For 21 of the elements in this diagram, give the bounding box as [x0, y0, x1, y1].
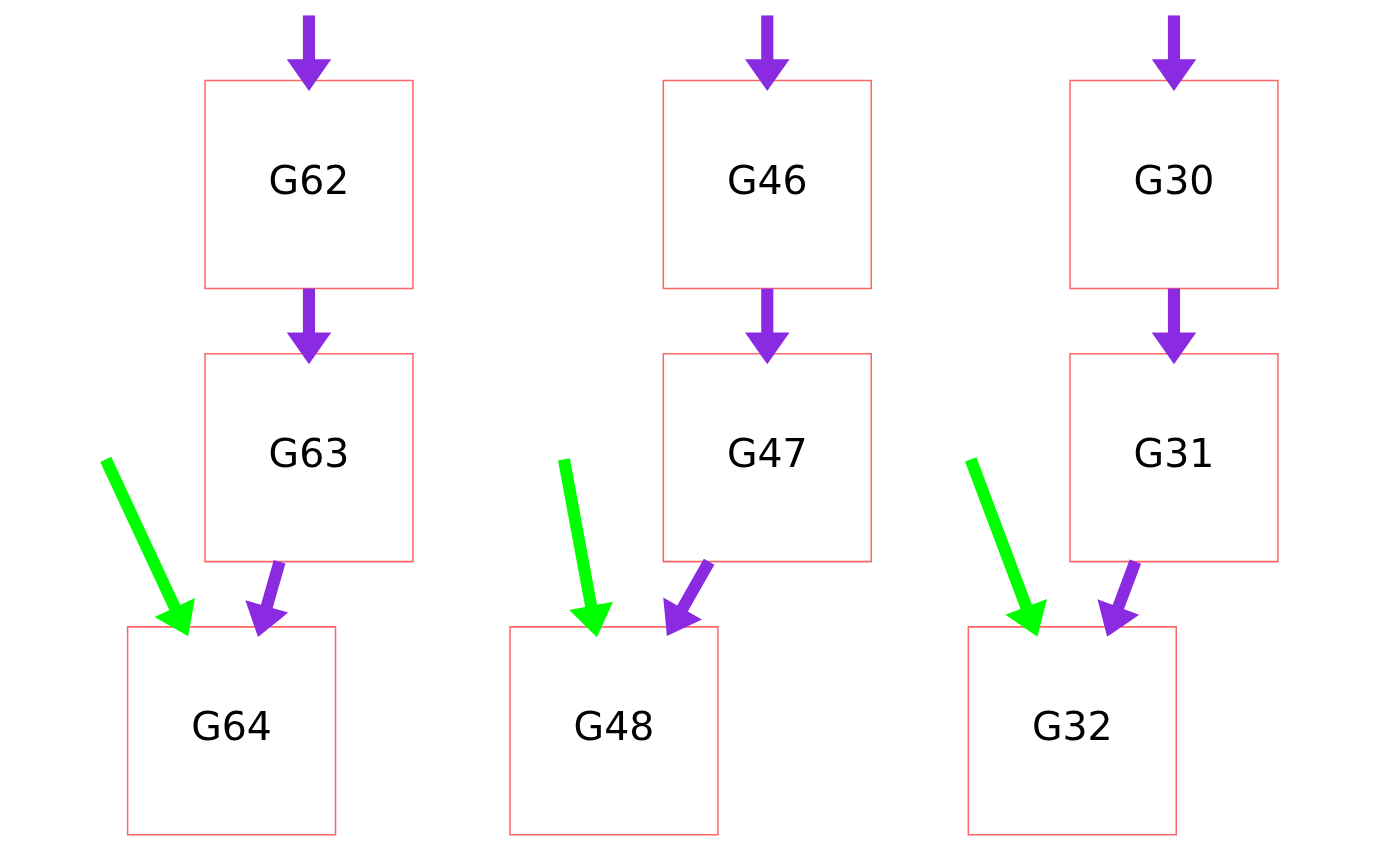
- arrow: [558, 458, 613, 638]
- arrow: [965, 457, 1048, 637]
- arrow: [1097, 559, 1142, 637]
- node-box: G32: [967, 626, 1177, 836]
- node-box: G31: [1069, 352, 1279, 563]
- node-box: G62: [204, 79, 414, 290]
- node-box: G46: [662, 79, 872, 290]
- node-box: G30: [1069, 79, 1279, 290]
- arrow: [286, 288, 332, 365]
- node-box: G47: [662, 352, 872, 563]
- node-box: G48: [509, 626, 719, 836]
- arrow: [100, 456, 195, 637]
- arrow: [745, 15, 790, 92]
- arrow: [245, 560, 289, 638]
- arrow: [286, 15, 332, 92]
- arrow: [745, 288, 790, 365]
- arrow: [1151, 15, 1197, 92]
- arrow: [1151, 288, 1197, 365]
- arrow: [663, 558, 715, 637]
- node-box: G63: [204, 352, 414, 563]
- node-box: G64: [126, 626, 337, 836]
